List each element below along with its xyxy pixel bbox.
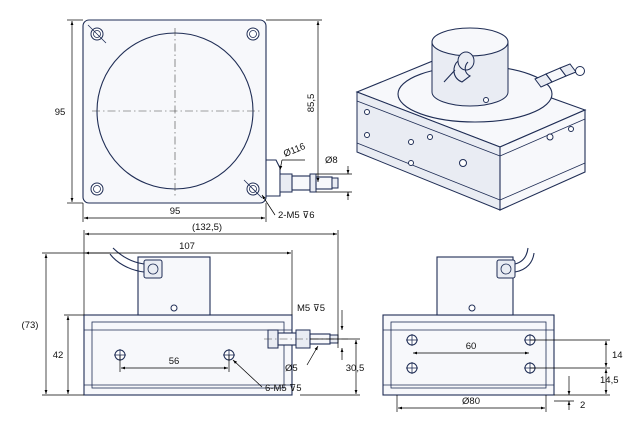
dim-offset-2: 2 <box>580 400 585 411</box>
dim-spacing-60: 60 <box>466 341 477 352</box>
dim-dia-80: Ø80 <box>462 396 480 407</box>
iso-base-right-face <box>499 109 586 211</box>
mounting-hole-top-right <box>246 27 260 41</box>
mounting-hole-bottom-right <box>243 179 263 199</box>
side-view-hole-bl <box>406 362 418 374</box>
top-view-flange <box>82 19 267 204</box>
dim-height-14-5: 14,5 <box>600 375 619 386</box>
dim-spacing-14: 14 <box>612 350 623 361</box>
dim-height-42: 42 <box>53 350 64 361</box>
dim-height-73: (73) <box>22 320 39 331</box>
dim-height-95: 95 <box>55 107 66 118</box>
dim-dia-116: Ø116 <box>282 141 307 160</box>
side-view: 60 14 14,5 2 Ø80 <box>382 247 623 412</box>
dim-width-95: 95 <box>170 206 181 217</box>
dim-thread-m5: M5 ⊽5 <box>297 303 325 314</box>
dim-height-85-5: 85,5 <box>306 94 317 113</box>
dim-dia-8: Ø8 <box>325 155 338 166</box>
dim-length-132-5: (132,5) <box>192 222 222 233</box>
mounting-hole-top-left <box>87 24 107 44</box>
side-view-hole-tl <box>406 334 418 346</box>
iso-cable-exit <box>443 51 475 83</box>
top-view-cable-fitting <box>266 159 339 197</box>
front-view-cable-gland <box>109 247 163 279</box>
dim-height-30-5: 30,5 <box>346 363 365 374</box>
dim-dia-5: Ø5 <box>285 363 298 374</box>
dim-spacing-56: 56 <box>169 356 180 367</box>
side-view-base <box>382 314 555 396</box>
dim-tapped-2x-m5: 2-M5 ⊽6 <box>278 210 315 221</box>
isometric-view <box>355 27 587 211</box>
iso-cylinder-top <box>431 27 509 57</box>
dim-tapped-6x-m5: 6-M5 ⊽5 <box>265 383 302 394</box>
front-view: (132,5) 107 (73) 42 56 6-M5 ⊽5 M5 ⊽5 Ø5 … <box>22 222 365 396</box>
iso-side-fitting <box>534 63 585 88</box>
dim-length-107: 107 <box>179 241 195 252</box>
mounting-hole-bottom-left <box>90 182 104 196</box>
top-view: 95 95 85,5 Ø8 Ø116 2-M5 ⊽6 <box>55 19 352 222</box>
side-view-cable-gland <box>496 247 535 279</box>
